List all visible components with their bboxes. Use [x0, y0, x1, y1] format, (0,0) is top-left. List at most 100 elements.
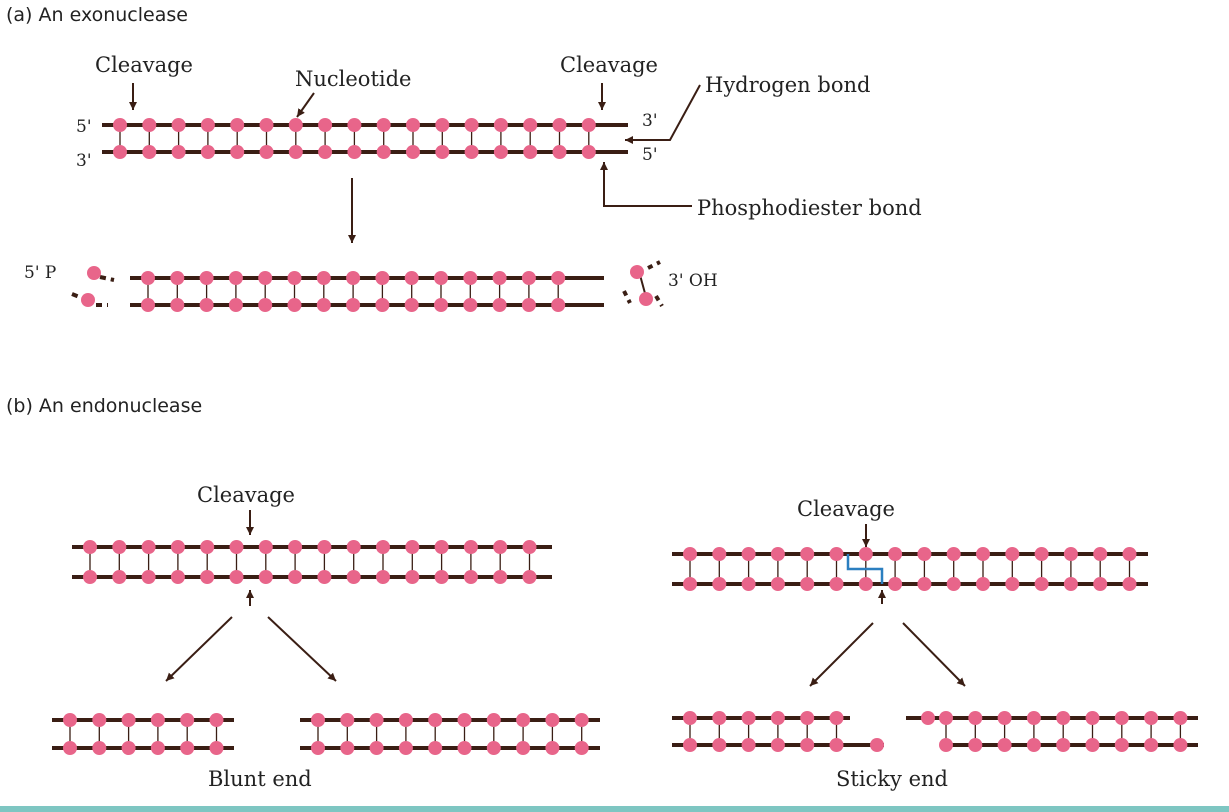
nucleotide — [259, 145, 274, 159]
nucleotide — [463, 570, 478, 584]
nucleotide — [800, 547, 815, 561]
nucleotide — [287, 298, 302, 312]
nucleotide — [463, 298, 478, 312]
nucleotide — [1026, 738, 1041, 752]
released-nucleotides — [71, 260, 664, 308]
nucleotide — [939, 738, 953, 752]
nucleotide — [199, 298, 214, 312]
nucleotide — [493, 540, 508, 554]
free-nucleotide — [630, 265, 644, 279]
nucleotide — [574, 741, 589, 755]
nucleotide — [492, 271, 507, 285]
nucleotide — [939, 711, 953, 725]
nucleotide — [428, 741, 443, 755]
nucleotide — [858, 547, 873, 561]
nucleotide — [1114, 711, 1129, 725]
blunt-product-right — [300, 713, 600, 755]
sticky-product-left — [672, 711, 884, 752]
phosphodiester-bond-arrow — [600, 162, 692, 207]
nucleotide — [888, 577, 903, 591]
nucleotide — [170, 271, 185, 285]
nucleotide — [376, 540, 390, 554]
nucleotide — [858, 577, 873, 591]
nucleotide — [683, 738, 697, 752]
nucleotide — [712, 738, 727, 752]
nucleotide — [463, 271, 478, 285]
nucleotide — [1063, 577, 1078, 591]
nucleotide — [346, 271, 361, 285]
nucleotide — [946, 577, 961, 591]
nucleotide — [1122, 547, 1137, 561]
nucleotide — [180, 741, 195, 755]
nucleotide — [228, 298, 243, 312]
nucleotide — [258, 298, 273, 312]
nucleotide — [199, 271, 214, 285]
nucleotide — [346, 298, 361, 312]
three-prime-top-right-label: 3' — [642, 111, 658, 131]
nucleotide — [1173, 711, 1188, 725]
nucleotide — [288, 540, 303, 554]
nucleotide — [209, 713, 224, 727]
free-nucleotide — [639, 292, 653, 306]
nucleotide — [288, 118, 303, 132]
nucleotide — [1085, 711, 1100, 725]
nucleotide — [522, 540, 537, 554]
nucleotide — [997, 738, 1012, 752]
nucleotide-label: Nucleotide — [295, 67, 411, 91]
nucleotide — [1005, 577, 1020, 591]
nucleotide — [516, 713, 531, 727]
arrows — [129, 83, 966, 687]
nucleotide — [406, 145, 420, 159]
nucleotide — [113, 145, 127, 159]
nucleotide — [83, 540, 97, 554]
nucleotide — [288, 145, 303, 159]
nucleotide — [112, 570, 127, 584]
nucleotide — [486, 741, 501, 755]
nucleotide — [516, 741, 531, 755]
nucleotide — [406, 118, 420, 132]
nucleotide — [228, 271, 243, 285]
nucleotide — [434, 570, 449, 584]
sticky-split-arrow-left — [809, 622, 874, 687]
nucleotide — [712, 711, 727, 725]
nucleotide — [259, 118, 274, 132]
nucleotide — [92, 741, 107, 755]
nucleotide — [171, 145, 186, 159]
cleavage-label-blunt: Cleavage — [197, 483, 295, 507]
nucleotide — [434, 540, 449, 554]
nucleotide — [800, 577, 815, 591]
nucleotide — [1144, 711, 1159, 725]
nucleotide — [369, 741, 384, 755]
nucleotide — [141, 540, 156, 554]
hydrogen-bond-label: Hydrogen bond — [705, 73, 870, 97]
nucleotide — [229, 540, 244, 554]
nucleotide — [435, 145, 450, 159]
nucleotide — [376, 570, 390, 584]
nucleotide — [287, 271, 302, 285]
nucleotide — [486, 713, 501, 727]
nucleotide — [316, 298, 331, 312]
nucleotide — [340, 741, 355, 755]
nucleotide — [113, 118, 127, 132]
released-dash — [99, 275, 115, 282]
nucleotide — [435, 118, 450, 132]
nucleotide — [521, 271, 536, 285]
nucleotide — [829, 547, 844, 561]
nucleotide — [545, 741, 560, 755]
nucleotide — [493, 570, 508, 584]
nucleotide — [741, 738, 756, 752]
nucleotide — [121, 741, 136, 755]
nucleotide — [142, 118, 157, 132]
nucleotide — [311, 741, 325, 755]
nucleotide — [800, 711, 815, 725]
nucleotide — [434, 271, 448, 285]
released-dash — [622, 290, 632, 304]
nucleotide — [405, 570, 420, 584]
bottom-rule — [0, 806, 1229, 812]
nucleotide — [150, 741, 165, 755]
nucleotide — [741, 711, 756, 725]
nucleotide — [464, 118, 479, 132]
nucleotide — [170, 540, 185, 554]
nucleotide — [141, 570, 156, 584]
nucleotide — [258, 271, 273, 285]
